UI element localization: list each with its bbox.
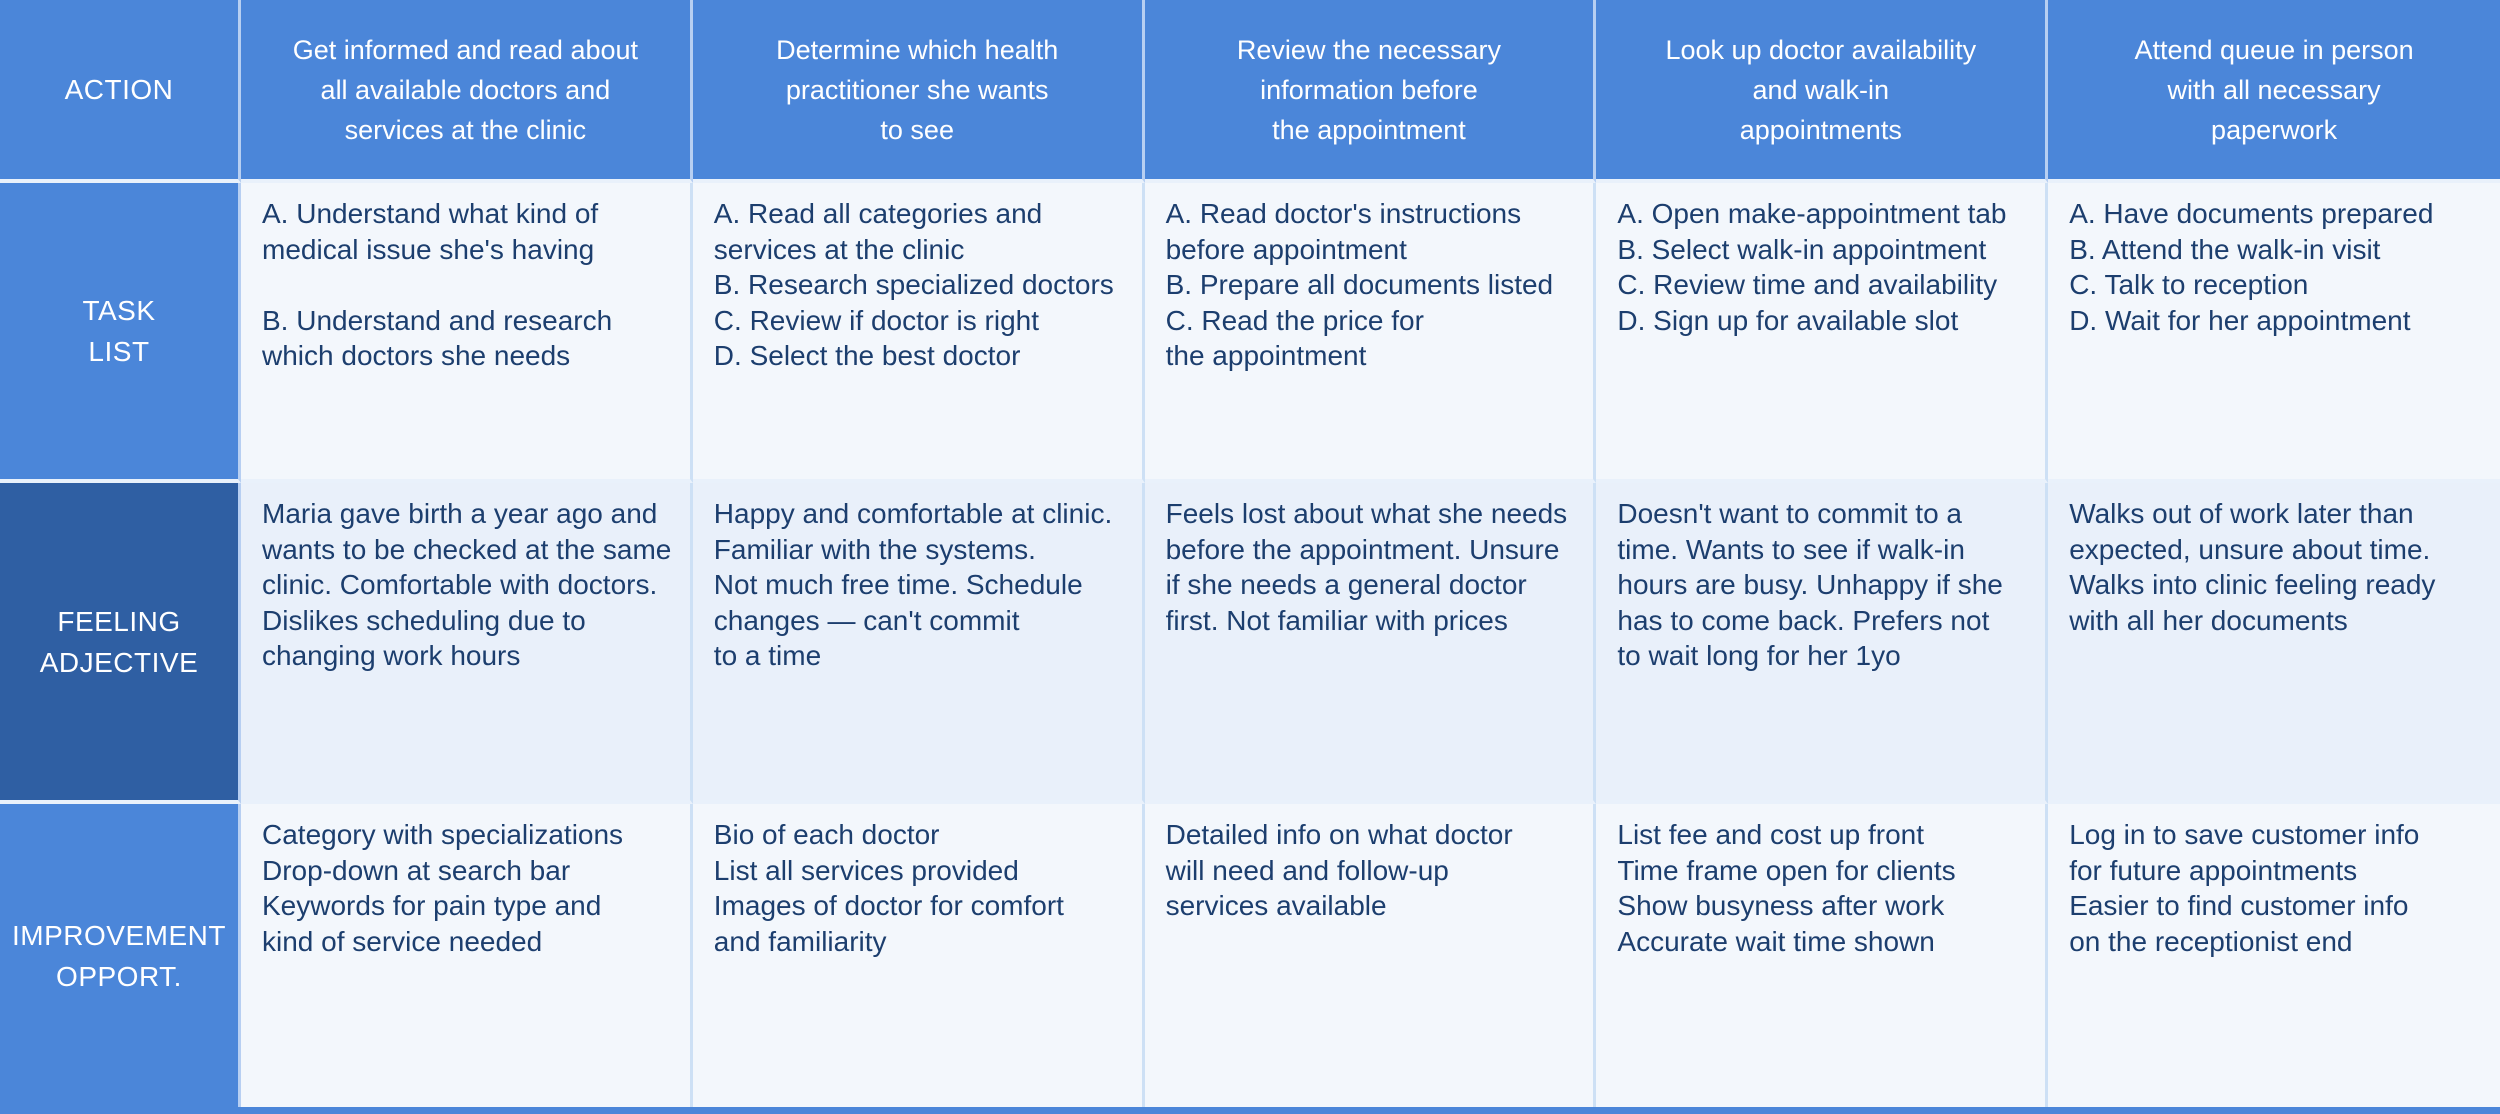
row-label-improvement-text: IMPROVEMENT OPPORT. — [12, 919, 226, 992]
row-label-action-text: ACTION — [64, 74, 174, 105]
improvement-cell-stage2: Bio of each doctor List all services pro… — [692, 804, 1145, 1107]
feeling-cell-stage4: Doesn't want to commit to a time. Wants … — [1596, 483, 2049, 804]
feeling-stage4-text: Doesn't want to commit to a time. Wants … — [1617, 498, 2003, 671]
feeling-cell-stage3: Feels lost about what she needs before t… — [1144, 483, 1597, 804]
action-stage5-text: Attend queue in person with all necessar… — [2134, 34, 2414, 145]
improvement-cell-stage3: Detailed info on what doctor will need a… — [1144, 804, 1597, 1107]
task-cell-stage3: A. Read doctor's instructions before app… — [1144, 183, 1597, 483]
action-stage2-text: Determine which health practitioner she … — [776, 34, 1059, 145]
task-cell-stage2: A. Read all categories and services at t… — [692, 183, 1145, 483]
task-stage1-text: A. Understand what kind of medical issue… — [262, 198, 613, 371]
improvement-cell-stage4: List fee and cost up front Time frame op… — [1596, 804, 2049, 1107]
action-cell-stage1: Get informed and read about all availabl… — [241, 0, 693, 183]
task-stage3-text: A. Read doctor's instructions before app… — [1165, 198, 1554, 371]
action-stage3-text: Review the necessary information before … — [1236, 34, 1502, 145]
row-label-task-list-text: TASK LIST — [82, 295, 156, 367]
action-stage1-text: Get informed and read about all availabl… — [292, 34, 639, 145]
improvement-stage4-text: List fee and cost up front Time frame op… — [1617, 819, 1956, 957]
task-cell-stage5: A. Have documents prepared B. Attend the… — [2048, 183, 2500, 483]
improvement-stage3-text: Detailed info on what doctor will need a… — [1165, 819, 1513, 921]
action-cell-stage4: Look up doctor availability and walk-in … — [1596, 0, 2049, 183]
improvement-cell-stage5: Log in to save customer info for future … — [2048, 804, 2500, 1107]
improvement-stage2-text: Bio of each doctor List all services pro… — [713, 819, 1064, 957]
feeling-stage5-text: Walks out of work later than expected, u… — [2069, 498, 2436, 636]
action-cell-stage2: Determine which health practitioner she … — [692, 0, 1145, 183]
task-stage4-text: A. Open make-appointment tab B. Select w… — [1617, 198, 2007, 336]
row-label-action: ACTION — [0, 0, 241, 183]
action-cell-stage3: Review the necessary information before … — [1144, 0, 1597, 183]
feeling-stage2-text: Happy and comfortable at clinic. Familia… — [713, 498, 1113, 671]
feeling-cell-stage5: Walks out of work later than expected, u… — [2048, 483, 2500, 804]
improvement-stage5-text: Log in to save customer info for future … — [2069, 819, 2420, 957]
row-label-improvement-opport: IMPROVEMENT OPPORT. — [0, 804, 241, 1107]
feeling-cell-stage1: Maria gave birth a year ago and wants to… — [241, 483, 693, 804]
feeling-stage1-text: Maria gave birth a year ago and wants to… — [262, 498, 672, 671]
task-stage2-text: A. Read all categories and services at t… — [713, 198, 1114, 371]
feeling-stage3-text: Feels lost about what she needs before t… — [1165, 498, 1568, 636]
action-cell-stage5: Attend queue in person with all necessar… — [2048, 0, 2500, 183]
feeling-cell-stage2: Happy and comfortable at clinic. Familia… — [692, 483, 1145, 804]
task-stage5-text: A. Have documents prepared B. Attend the… — [2069, 198, 2434, 336]
row-label-task-list: TASK LIST — [0, 183, 241, 483]
task-cell-stage4: A. Open make-appointment tab B. Select w… — [1596, 183, 2049, 483]
row-label-feeling-adjective: FEELING ADJECTIVE — [0, 483, 241, 804]
action-stage4-text: Look up doctor availability and walk-in … — [1665, 34, 1977, 145]
improvement-cell-stage1: Category with specializations Drop-down … — [241, 804, 693, 1107]
row-label-feeling-text: FEELING ADJECTIVE — [39, 605, 199, 678]
task-cell-stage1: A. Understand what kind of medical issue… — [241, 183, 693, 483]
improvement-stage1-text: Category with specializations Drop-down … — [262, 819, 624, 957]
